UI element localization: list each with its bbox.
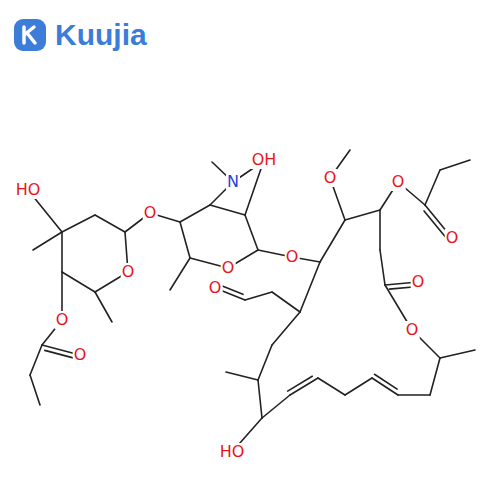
atom-label: O <box>143 204 158 222</box>
bond-line <box>258 380 262 418</box>
bond-line <box>33 232 62 250</box>
atom-label: HO <box>219 443 246 461</box>
bond-line <box>95 292 112 322</box>
atom-label: O <box>208 279 223 297</box>
watermark-logo: Kuujia <box>54 19 148 51</box>
bond-line <box>245 292 272 300</box>
bond-line <box>374 374 397 389</box>
bond-line <box>272 312 300 345</box>
bond-line <box>262 395 290 418</box>
atom-label: OH <box>251 151 278 169</box>
bond-line <box>30 345 42 375</box>
atom-label: O <box>323 169 338 187</box>
bond-line <box>62 272 95 292</box>
atom-label: O <box>285 248 300 266</box>
bond-line <box>398 394 430 396</box>
bond-line <box>425 170 440 205</box>
bond-line <box>345 210 380 220</box>
bond-line <box>226 372 258 380</box>
atom-label: O <box>55 311 70 329</box>
atom-label: O <box>221 259 236 277</box>
bond-line <box>272 292 300 312</box>
bond-line <box>320 220 345 262</box>
logo-icon <box>14 19 46 51</box>
atom-label: O <box>445 229 460 247</box>
bond-line <box>345 378 372 395</box>
atom-label: N <box>226 173 240 191</box>
bond-line <box>380 250 385 285</box>
bond-line <box>210 205 245 215</box>
atom-label: O <box>411 273 426 291</box>
bond-line <box>288 376 313 391</box>
bond-line <box>379 210 381 250</box>
bond-line <box>170 258 190 290</box>
bond-line <box>62 215 95 232</box>
atom-label: O <box>405 321 420 339</box>
bond-line <box>430 358 440 395</box>
bond-line <box>258 345 272 380</box>
bond-line <box>440 160 470 170</box>
atom-label: O <box>73 346 88 364</box>
bond-line <box>30 375 40 405</box>
atom-label: O <box>121 263 136 281</box>
bond-line <box>180 205 210 222</box>
bond-line <box>95 215 125 232</box>
bond-line <box>61 232 63 272</box>
bond-line <box>245 215 258 250</box>
bond-line <box>440 350 475 358</box>
bond-line <box>300 262 320 312</box>
atom-label: O <box>391 173 406 191</box>
atom-label: HO <box>15 181 42 199</box>
bond-line <box>180 222 190 258</box>
bond-line <box>318 378 345 395</box>
bond-lines <box>28 150 475 452</box>
